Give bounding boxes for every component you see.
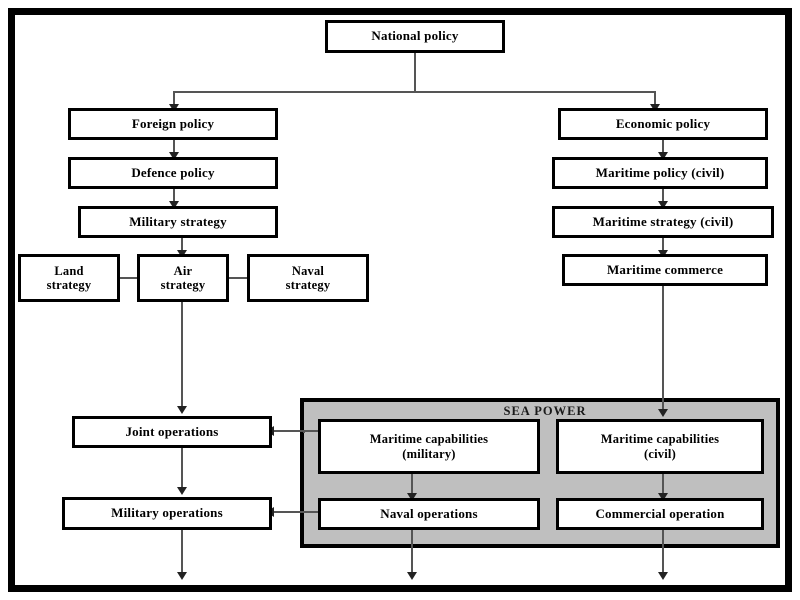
connector-economic-to-maritime-policy <box>662 139 664 158</box>
arrow-to-commercial-operation <box>658 493 668 501</box>
arrow-to-maritime-policy <box>658 152 668 160</box>
node-military-strategy[interactable]: Military strategy <box>78 206 278 238</box>
connector-land-to-air <box>120 277 138 279</box>
node-maritime-capabilities-military[interactable]: Maritime capabilities (military) <box>318 419 540 474</box>
arrow-to-military-operations <box>177 487 187 495</box>
connector-branch-right-drop <box>654 91 656 109</box>
sea-power-label: SEA POWER <box>503 404 587 418</box>
connector-naval-operations-outflow <box>411 530 413 578</box>
node-defence-policy[interactable]: Defence policy <box>68 157 278 189</box>
connector-foreign-to-defence <box>173 139 175 158</box>
connector-defence-to-military-strategy <box>173 188 175 207</box>
connector-naval-ops-to-military-ops <box>272 511 320 513</box>
arrow-military-operations-outflow <box>177 572 187 580</box>
connector-joint-to-military-operations <box>181 448 183 492</box>
connector-national-to-branch <box>414 52 416 92</box>
node-maritime-strategy-civil[interactable]: Maritime strategy (civil) <box>552 206 774 238</box>
node-commercial-operation[interactable]: Commercial operation <box>556 498 764 530</box>
node-land-strategy[interactable]: Land strategy <box>18 254 120 302</box>
connector-maritime-strategy-to-commerce <box>662 237 664 256</box>
node-maritime-commerce[interactable]: Maritime commerce <box>562 254 768 286</box>
node-military-operations[interactable]: Military operations <box>62 497 272 530</box>
node-maritime-policy-civil[interactable]: Maritime policy (civil) <box>552 157 768 189</box>
arrow-to-naval-operations <box>407 493 417 501</box>
connector-capabilities-military-to-naval-ops <box>411 474 413 498</box>
arrow-to-maritime-strategy <box>658 201 668 209</box>
arrow-commercial-operation-outflow <box>658 572 668 580</box>
node-national-policy[interactable]: National policy <box>325 20 505 53</box>
node-economic-policy[interactable]: Economic policy <box>558 108 768 140</box>
arrow-to-military-strategy <box>169 201 179 209</box>
node-joint-operations[interactable]: Joint operations <box>72 416 272 448</box>
node-naval-strategy[interactable]: Naval strategy <box>247 254 369 302</box>
arrow-to-maritime-capabilities-civil <box>658 409 668 417</box>
connector-military-operations-outflow <box>181 530 183 578</box>
connector-capabilities-civil-to-commercial <box>662 474 664 498</box>
connector-commerce-to-capabilities-civil <box>662 286 664 414</box>
arrow-to-defence-policy <box>169 152 179 160</box>
connector-commercial-operation-outflow <box>662 530 664 578</box>
connector-branch-left-drop <box>173 91 175 109</box>
arrow-to-joint-operations <box>177 406 187 414</box>
node-maritime-capabilities-civil[interactable]: Maritime capabilities (civil) <box>556 419 764 474</box>
connector-air-to-naval <box>228 277 248 279</box>
connector-maritime-policy-to-strategy <box>662 188 664 207</box>
node-naval-operations[interactable]: Naval operations <box>318 498 540 530</box>
connector-military-strategy-to-air <box>181 237 183 256</box>
node-air-strategy[interactable]: Air strategy <box>137 254 229 302</box>
connector-capabilities-military-to-joint <box>272 430 320 432</box>
connector-air-to-joint-operations <box>181 301 183 411</box>
node-foreign-policy[interactable]: Foreign policy <box>68 108 278 140</box>
connector-branch-bar <box>174 91 656 93</box>
arrow-naval-operations-outflow <box>407 572 417 580</box>
